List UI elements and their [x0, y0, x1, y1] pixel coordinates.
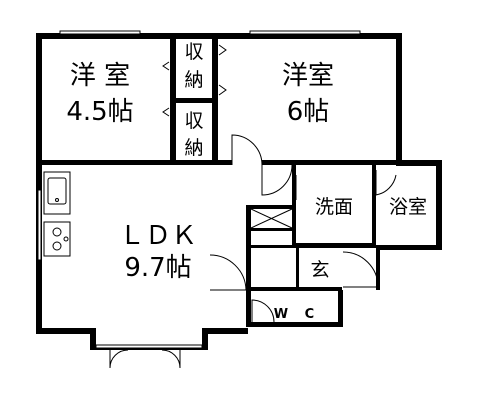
bedroom-west-size: 4.5帖 [66, 97, 133, 127]
closet-bottom-char2: 納 [184, 137, 203, 159]
sink-icon [43, 171, 71, 215]
stove-icon [43, 221, 71, 257]
storage-box [250, 208, 293, 229]
ldk-name: ＬＤＫ [119, 221, 197, 251]
closet-top-char1: 収 [184, 41, 203, 63]
closet-bottom-char1: 収 [184, 110, 203, 132]
closet-top-char2: 納 [184, 69, 203, 91]
bedroom-west-name: 洋 室 [70, 61, 130, 91]
window-icon [37, 30, 361, 349]
washroom-name: 洗面 [315, 196, 353, 218]
room-labels: 洋 室 4.5帖 収 納 収 納 洋室 6帖 ＬＤＫ 9.7帖 洗面 浴室 玄 … [66, 41, 427, 322]
ldk-size: 9.7帖 [124, 253, 191, 283]
bedroom-east-size: 6帖 [287, 97, 330, 127]
door-swing-icon [109, 134, 397, 369]
closet-door-icon [162, 44, 227, 117]
entrance-name: 玄 [310, 259, 329, 281]
bedroom-east-name: 洋室 [282, 61, 334, 91]
bathroom-name: 浴室 [389, 196, 427, 218]
interior-walls [36, 33, 400, 291]
toilet-name: W C [274, 307, 320, 322]
